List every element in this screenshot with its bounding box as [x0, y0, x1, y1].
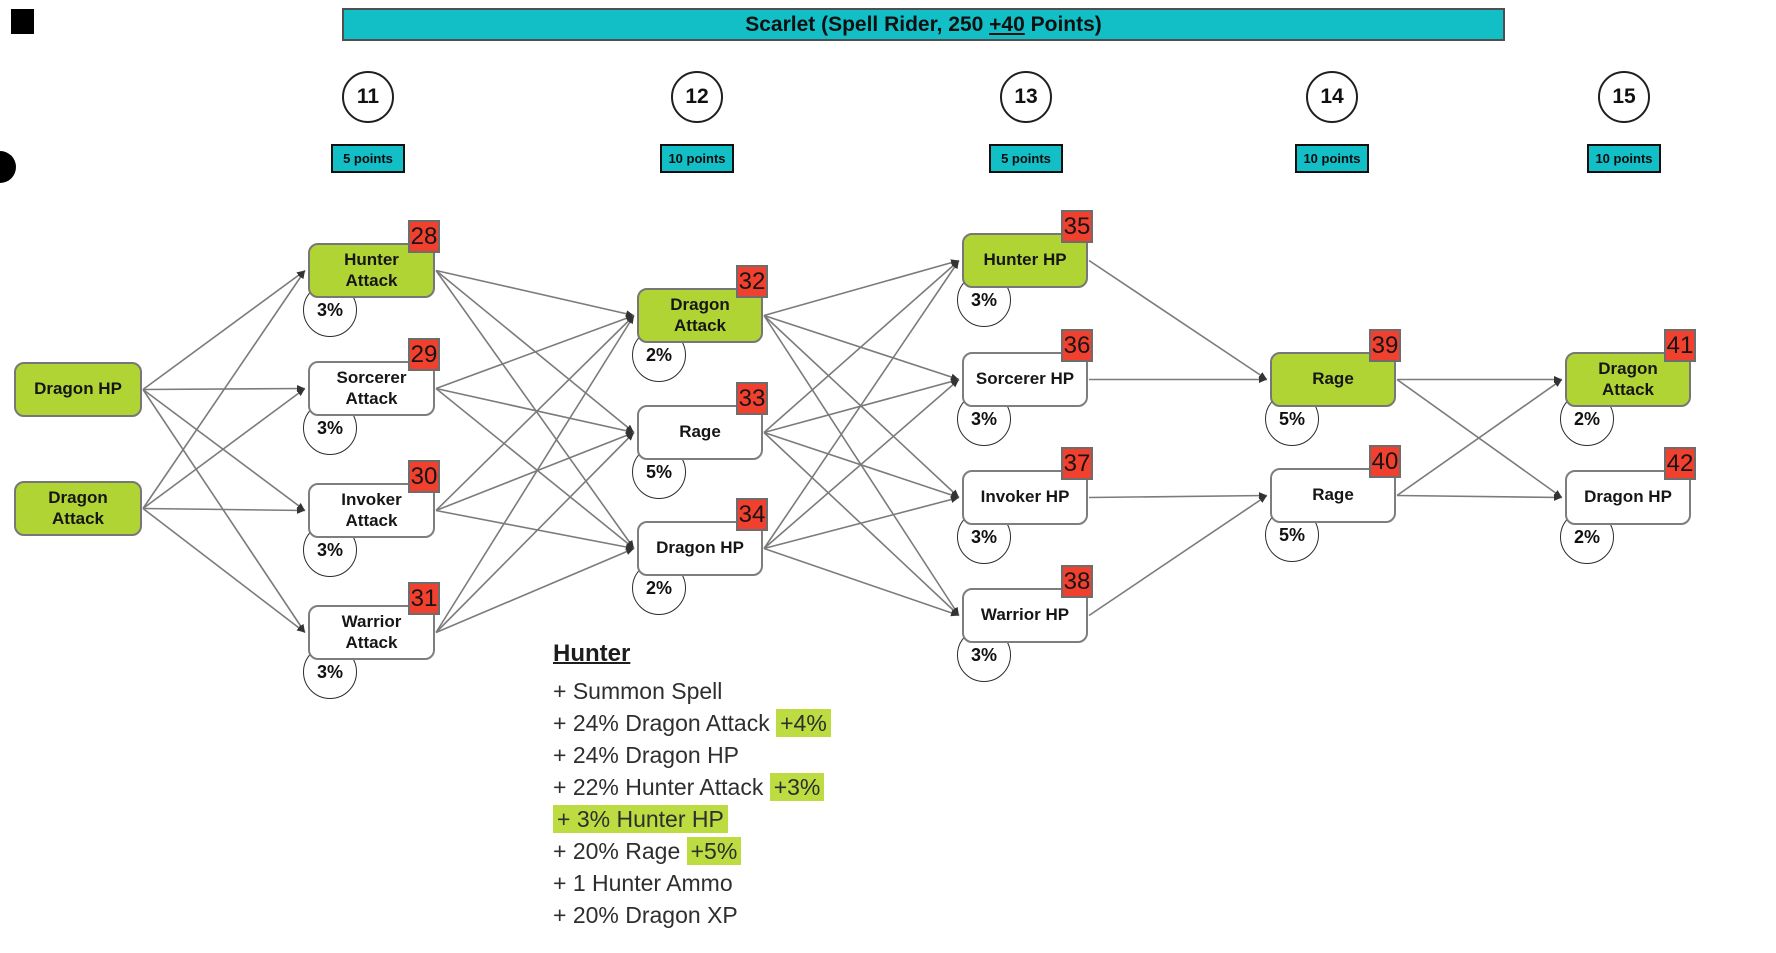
column-points-badge-13: 5 points — [989, 144, 1063, 173]
build-title-points-added: +40 — [989, 12, 1025, 36]
summary-heading: Hunter — [553, 640, 631, 667]
column-points-badge-12: 10 points — [660, 144, 734, 173]
node-badge-31: 31 — [408, 582, 440, 615]
summary-highlight: +4% — [776, 709, 831, 737]
node-39-rage[interactable]: Rage — [1270, 352, 1396, 407]
node-badge-39: 39 — [1369, 329, 1401, 362]
build-title-prefix: Scarlet (Spell Rider, 250 — [745, 12, 990, 36]
node-35-hunter-hp[interactable]: Hunter HP — [962, 233, 1088, 288]
summary-text: + Summon Spell — [553, 678, 723, 704]
edge-32-to-35 — [763, 259, 960, 317]
column-circle-15: 15 — [1598, 71, 1650, 123]
window-artifact-square — [11, 9, 34, 34]
column-circle-11: 11 — [342, 71, 394, 123]
column-circle-12: 12 — [671, 71, 723, 123]
summary-line-2: + 24% Dragon Attack +4% — [553, 707, 831, 739]
summary-line-1: + Summon Spell — [553, 675, 831, 707]
summary-line-8: + 20% Dragon XP — [553, 899, 831, 931]
column-circle-13: 13 — [1000, 71, 1052, 123]
node-badge-32: 32 — [736, 265, 768, 298]
summary-text: + 20% Rage — [553, 838, 687, 864]
build-title-bar: Scarlet (Spell Rider, 250 +40 Points) — [342, 8, 1505, 41]
edge-L2-to-30 — [142, 506, 306, 514]
summary-line-4: + 22% Hunter Attack +3% — [553, 771, 831, 803]
edge-33-to-36 — [763, 378, 960, 434]
node-L1-dragon-hp[interactable]: Dragon HP — [14, 362, 142, 417]
summary-text: + 24% Dragon HP — [553, 742, 740, 768]
edge-35-to-39 — [1088, 259, 1268, 381]
edge-33-to-35 — [763, 259, 960, 434]
window-artifact-notch — [0, 151, 16, 183]
edge-L1-to-28 — [142, 269, 306, 391]
summary-text: + 24% Dragon Attack — [553, 710, 777, 736]
column-circle-14: 14 — [1306, 71, 1358, 123]
node-42-dragon-hp[interactable]: Dragon HP — [1565, 470, 1691, 525]
node-badge-36: 36 — [1061, 329, 1093, 362]
column-points-badge-11: 5 points — [331, 144, 405, 173]
edge-30-to-34 — [435, 509, 635, 551]
edge-31-to-34 — [435, 547, 635, 634]
summary-line-5: + 3% Hunter HP — [553, 803, 831, 835]
node-badge-40: 40 — [1369, 445, 1401, 478]
node-badge-29: 29 — [408, 338, 440, 371]
node-badge-37: 37 — [1061, 447, 1093, 480]
edge-40-to-41 — [1396, 378, 1563, 497]
edge-31-to-33 — [435, 431, 635, 634]
edge-30-to-32 — [435, 314, 635, 512]
summary-highlight: +3% — [769, 773, 825, 801]
summary-highlight: +5% — [686, 837, 742, 865]
edge-39-to-42 — [1396, 378, 1563, 499]
edge-28-to-34 — [435, 270, 635, 549]
column-points-badge-14: 10 points — [1295, 144, 1369, 173]
edge-34-to-36 — [763, 378, 960, 550]
node-badge-28: 28 — [408, 220, 440, 253]
node-L2-dragon-attack[interactable]: Dragon Attack — [14, 481, 142, 536]
edge-L2-to-31 — [142, 507, 306, 634]
edge-29-to-34 — [435, 387, 635, 550]
edge-L2-to-29 — [142, 387, 306, 510]
summary-text: + 22% Hunter Attack — [553, 774, 770, 800]
edge-L1-to-31 — [142, 389, 306, 633]
edge-28-to-32 — [435, 269, 635, 318]
summary-highlight: + 3% Hunter HP — [553, 805, 728, 833]
hunter-summary-panel: Hunter + Summon Spell + 24% Dragon Attack… — [553, 640, 831, 931]
node-badge-30: 30 — [408, 460, 440, 493]
edge-29-to-33 — [435, 387, 635, 435]
node-badge-35: 35 — [1061, 210, 1093, 243]
edge-L1-to-30 — [142, 388, 306, 512]
summary-line-7: + 1 Hunter Ammo — [553, 867, 831, 899]
node-badge-38: 38 — [1061, 565, 1093, 598]
node-badge-34: 34 — [736, 498, 768, 531]
edge-33-to-38 — [763, 431, 960, 617]
edge-34-to-38 — [763, 547, 960, 617]
summary-line-6: + 20% Rage +5% — [553, 835, 831, 867]
summary-line-3: + 24% Dragon HP — [553, 739, 831, 771]
edge-40-to-42 — [1396, 493, 1563, 501]
edge-34-to-37 — [763, 496, 960, 550]
edge-37-to-40 — [1088, 492, 1268, 500]
summary-lines: + Summon Spell+ 24% Dragon Attack +4%+ 2… — [553, 675, 831, 931]
column-points-badge-15: 10 points — [1587, 144, 1661, 173]
node-36-sorcerer-hp[interactable]: Sorcerer HP — [962, 352, 1088, 407]
build-title-suffix: Points) — [1024, 12, 1102, 36]
summary-text: + 20% Dragon XP — [553, 902, 738, 928]
edge-31-to-32 — [435, 315, 635, 633]
summary-text: + 1 Hunter Ammo — [553, 870, 733, 896]
node-badge-33: 33 — [736, 382, 768, 415]
edge-29-to-32 — [435, 314, 635, 390]
edge-38-to-40 — [1088, 494, 1268, 617]
edge-L2-to-28 — [142, 270, 306, 509]
node-badge-42: 42 — [1664, 447, 1696, 480]
node-badge-41: 41 — [1664, 329, 1696, 362]
edge-34-to-35 — [763, 260, 960, 549]
edge-30-to-33 — [435, 431, 635, 512]
